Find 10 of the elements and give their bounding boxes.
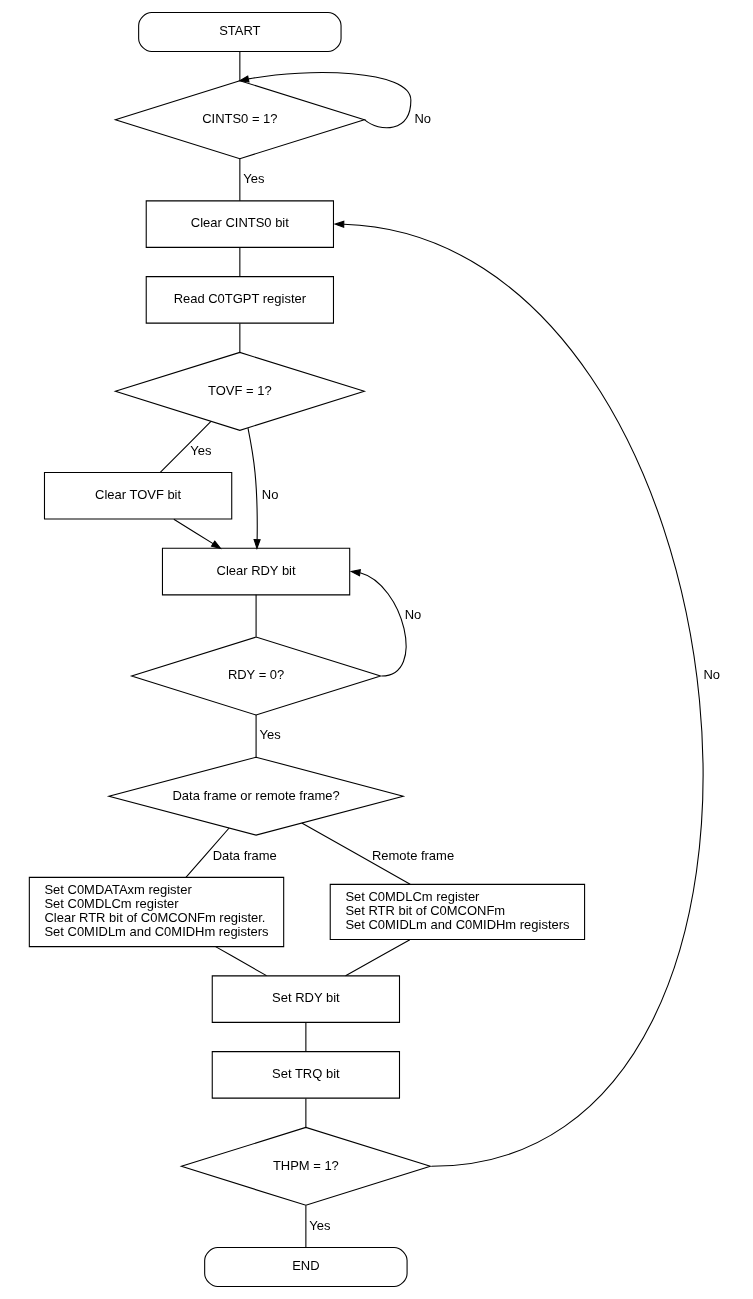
edge-label: Yes [243, 171, 265, 187]
edge-label: Yes [309, 1217, 331, 1233]
edge-label: No [703, 667, 721, 683]
edge-label: No [404, 607, 422, 623]
edge-label: No [414, 111, 432, 127]
edge-label: Yes [190, 442, 212, 458]
edge-label: No [261, 487, 279, 503]
edge-label: Data frame [212, 847, 277, 863]
edge-label: Remote frame [371, 847, 455, 863]
edge-label: Yes [259, 727, 281, 743]
